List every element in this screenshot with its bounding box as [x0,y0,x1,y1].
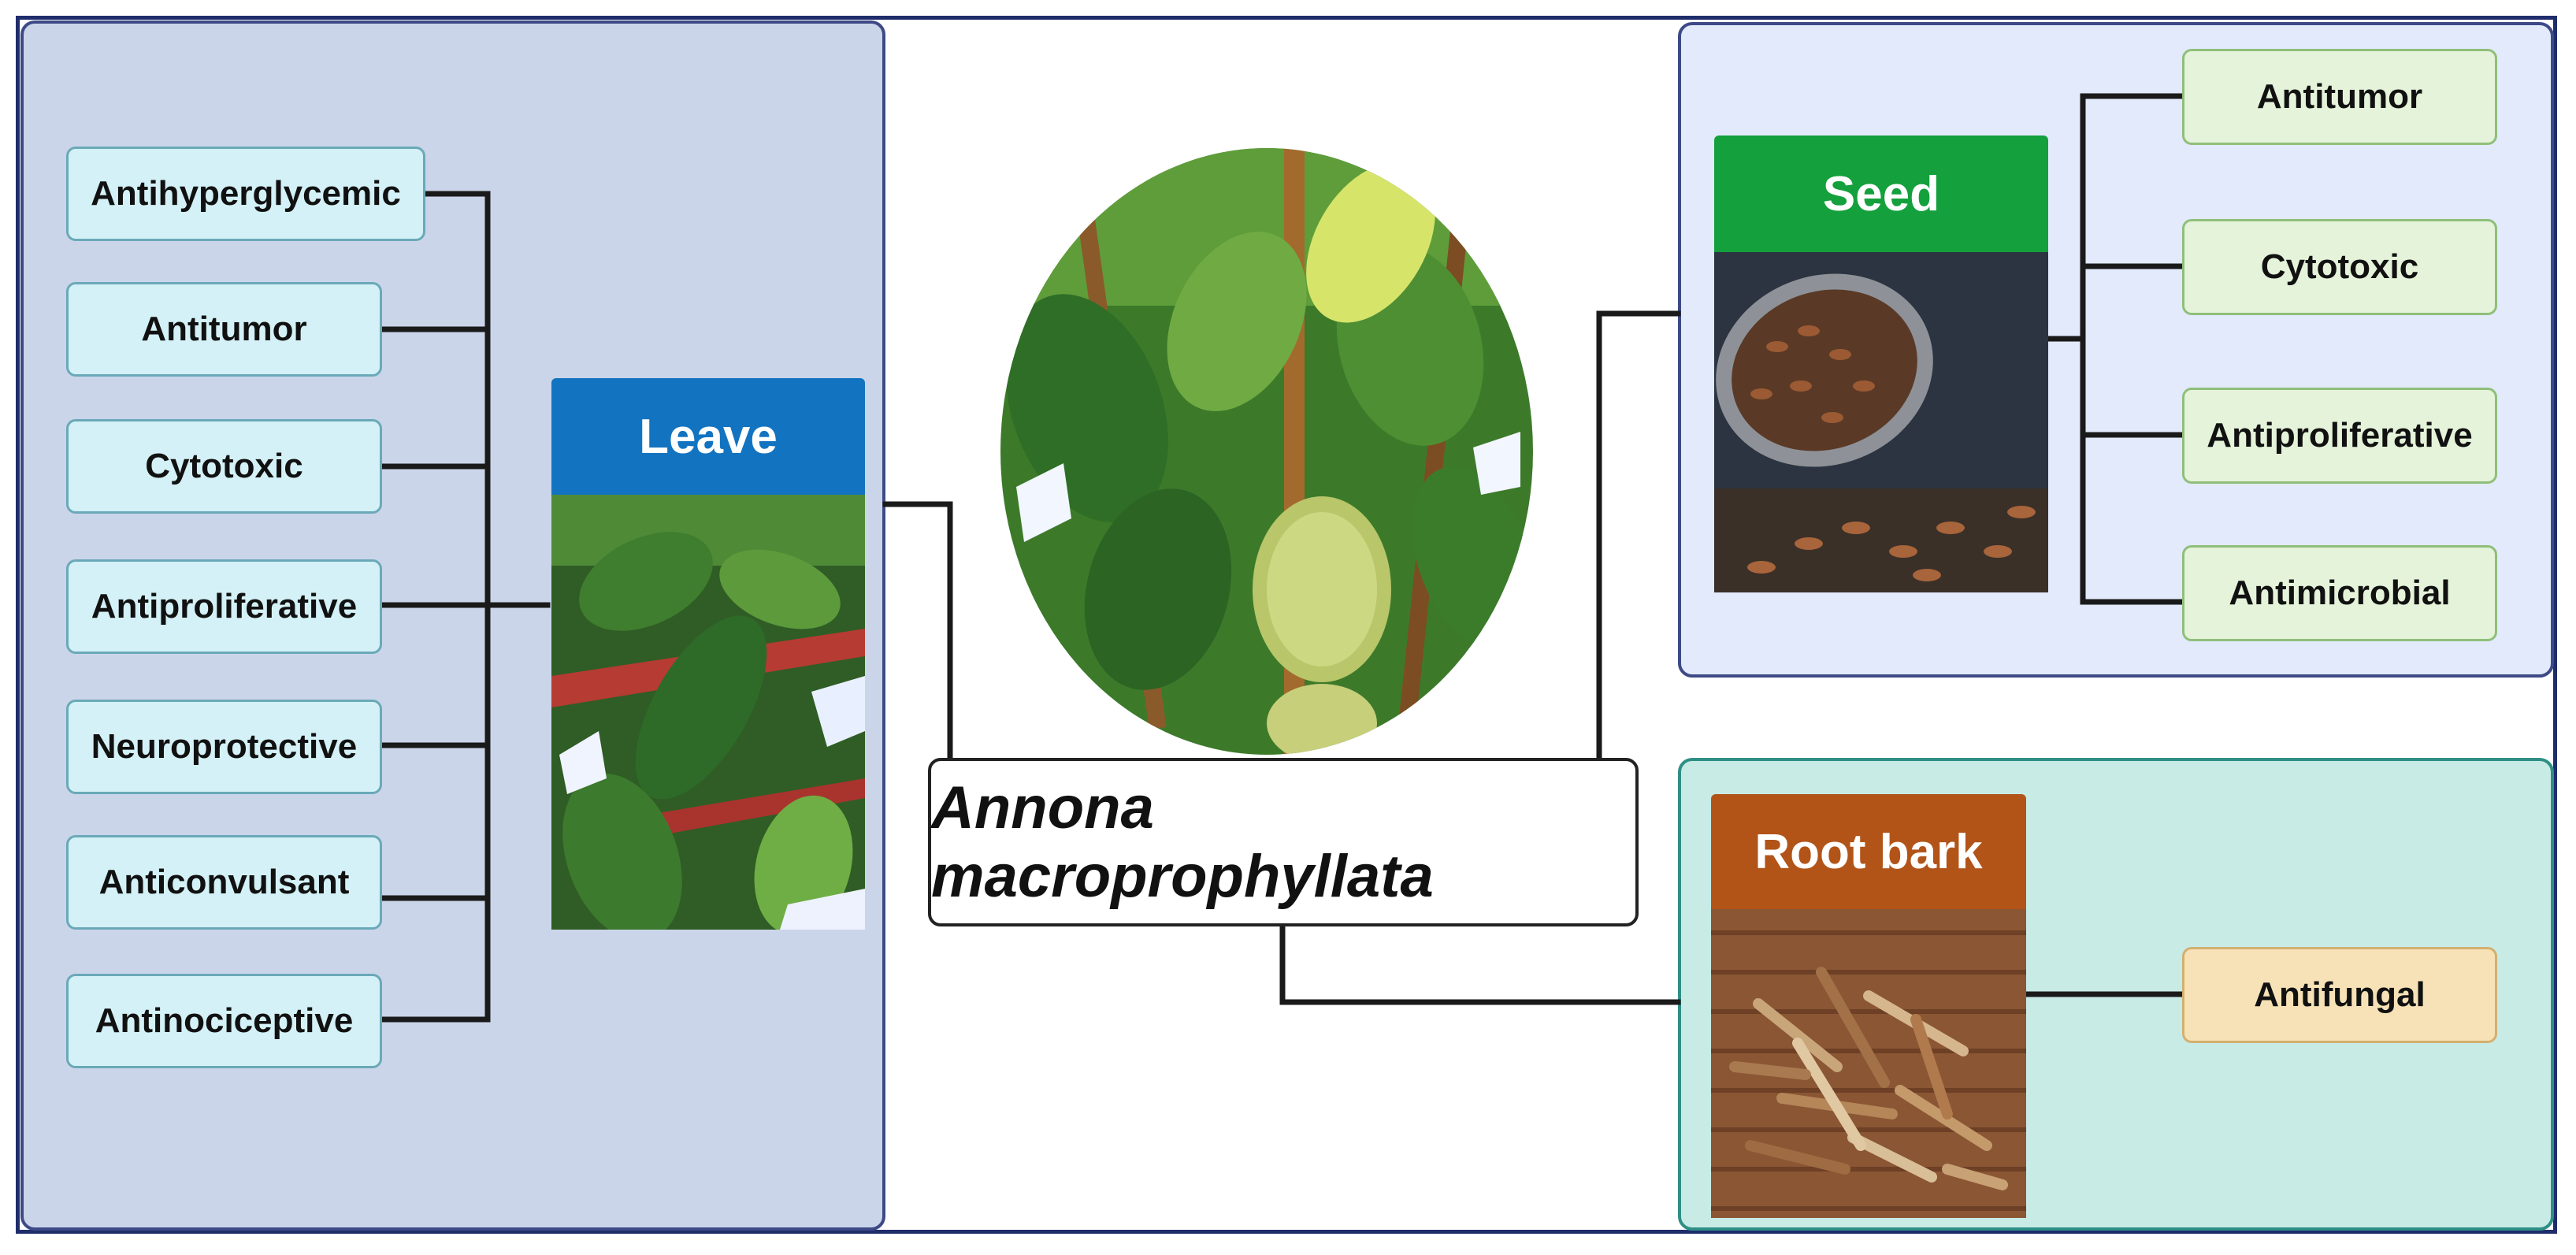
seed-photo [1714,252,2048,592]
seed-header: Seed [1714,136,2048,252]
leave-activity-antinociceptive: Antinociceptive [66,974,382,1068]
leave-activity-cytotoxic: Cytotoxic [66,419,382,514]
root-bark-header: Root bark [1711,794,2026,909]
center-to-seed [1596,310,1681,761]
leave-to-center [882,501,953,761]
leave-header: Leave [551,378,865,495]
leave-activity-antitumor: Antitumor [66,282,382,377]
species-name: Annona macroprophyllata [931,774,1434,910]
leave-activity-antiproliferative: Antiproliferative [66,559,382,654]
root-bark-photo [1711,909,2026,1218]
leave-activity-antihyperglycemic: Antihyperglycemic [66,147,425,241]
seed-activity-antitumor: Antitumor [2182,49,2497,145]
fruit-tree-photo [1000,148,1533,755]
leave-activity-neuroprotective: Neuroprotective [66,700,382,794]
seed-activity-antiproliferative: Antiproliferative [2182,388,2497,484]
leaf-photo [551,495,865,930]
species-name-box: Annona macroprophyllata [928,758,1639,926]
center-to-root-bark [1279,923,1681,1005]
leave-activity-anticonvulsant: Anticonvulsant [66,835,382,930]
root-bark-activity-antifungal: Antifungal [2182,947,2497,1043]
seed-activity-antimicrobial: Antimicrobial [2182,545,2497,641]
seed-activity-cytotoxic: Cytotoxic [2182,219,2497,315]
